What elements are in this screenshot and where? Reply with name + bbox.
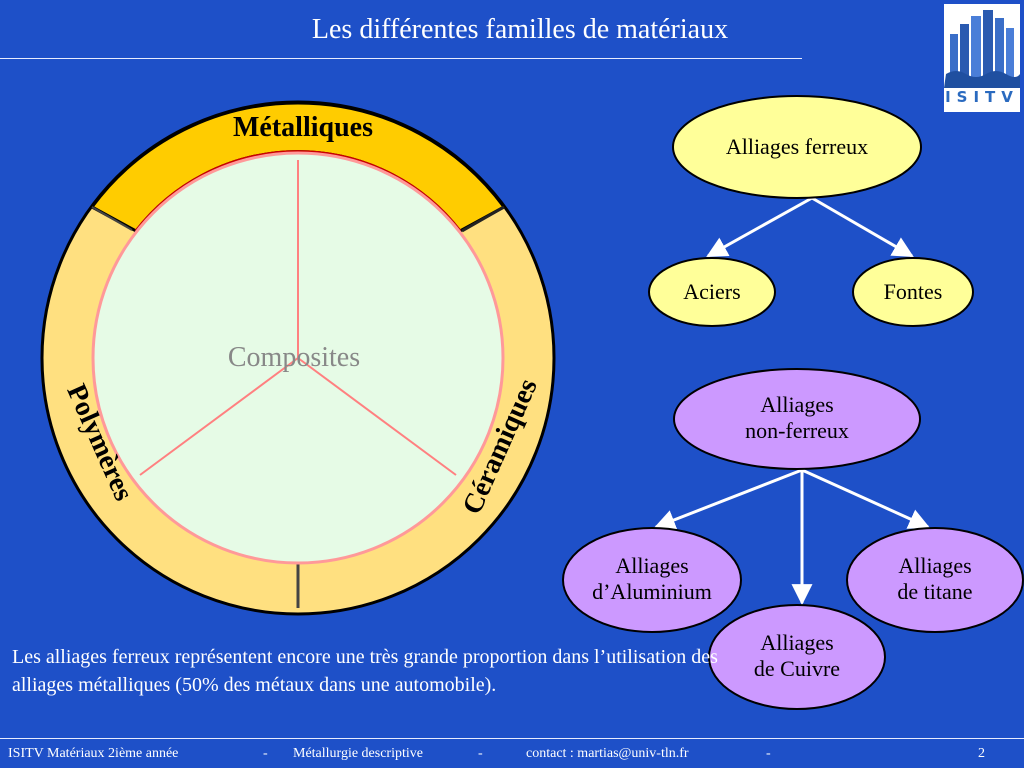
node-alliages-non-ferreux [673, 368, 921, 470]
text-alliages-non-ferreux: Alliages non-ferreux [745, 392, 849, 443]
text-aluminium: Alliages d’Aluminium [592, 553, 712, 604]
node-aciers [648, 257, 776, 327]
footer-contact: contact : martias@univ-tln.fr [526, 746, 689, 761]
footer-topic: Métallurgie descriptive [293, 746, 423, 761]
text-aciers: Aciers [683, 279, 741, 304]
arrow-to-titane [801, 468, 930, 529]
node-cuivre [708, 604, 886, 710]
description-paragraph: Les alliages ferreux représentent encore… [12, 646, 718, 696]
node-alliages-ferreux [672, 95, 922, 199]
ring-separator [91, 206, 133, 231]
text-alliages-ferreux: Alliages ferreux [725, 134, 869, 159]
materials-diagram: Métalliques Polymères Céramiques Composi… [40, 95, 1024, 710]
spoke [139, 357, 299, 476]
text-fontes: Fontes [883, 279, 943, 304]
text-cuivre: Alliages de Cuivre [753, 630, 841, 681]
arrow-to-fontes [811, 196, 914, 258]
node-titane [846, 527, 1024, 633]
logo-text: ISITV [945, 88, 1019, 106]
text-titane: Alliages de titane [897, 553, 973, 604]
footer-separator: - [263, 746, 268, 761]
node-fontes [852, 257, 974, 327]
footer-page-number: 2 [978, 746, 985, 761]
spoke [297, 357, 457, 476]
label-metalliques: Métalliques [233, 112, 373, 143]
arrow-to-aciers [706, 196, 813, 258]
isitv-logo: ISITV [944, 4, 1020, 112]
footer-course: ISITV Matériaux 2ième année [8, 746, 179, 761]
ring-separator [461, 205, 505, 233]
title-divider [0, 58, 802, 59]
label-composites: Composites [228, 342, 360, 373]
footer-separator: - [478, 746, 483, 761]
footer-divider [0, 738, 1024, 739]
footer-separator: - [766, 746, 771, 761]
building-icon [944, 10, 1020, 88]
arrow-to-aluminium [654, 468, 803, 530]
slide-title: Les différentes familles de matériaux [311, 14, 729, 45]
node-aluminium [562, 527, 742, 633]
